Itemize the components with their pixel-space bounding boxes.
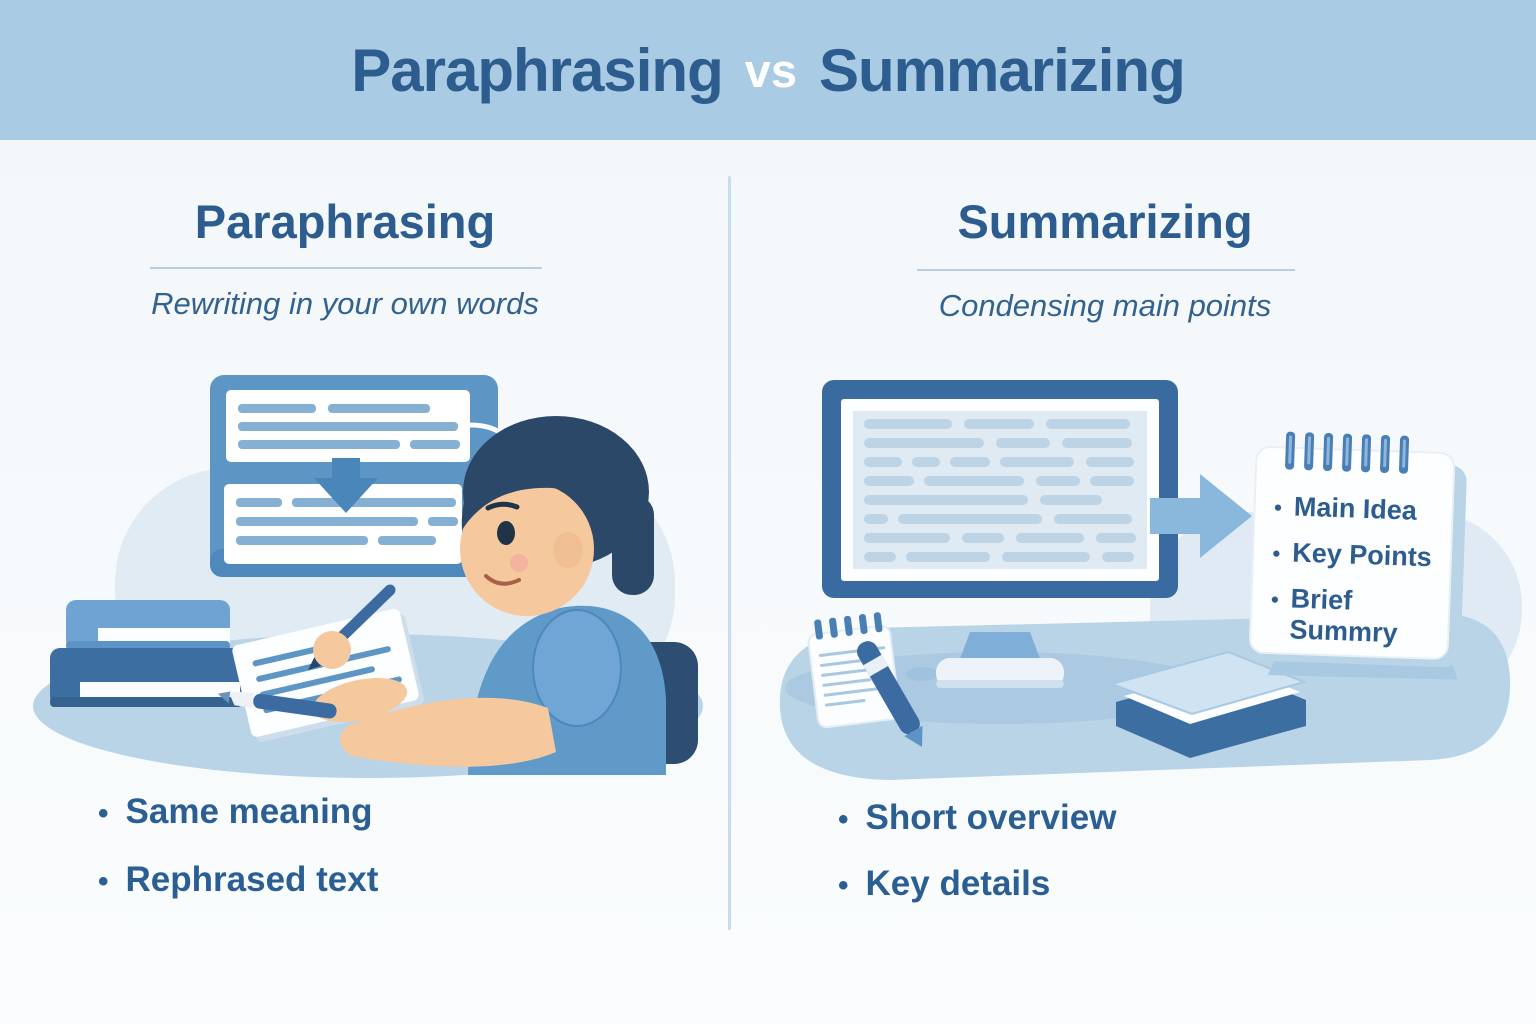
books-stack [50,600,242,707]
hair-fringe [461,441,624,540]
rewritten-text-panel [224,484,462,564]
monitor-screen [853,411,1147,569]
right-bullet-short-overview: • Short overview [838,798,1116,838]
bullet-dot: • [1270,586,1280,613]
eye [497,521,515,545]
bullet-label: Key details [865,864,1051,903]
arm [340,697,556,767]
notepad-list: • Main Idea • Key Points • Brief Summry [1269,491,1459,651]
student-boy [308,416,698,775]
right-illustration [779,380,1522,780]
right-heading-rule [917,269,1295,271]
right-monitor [822,380,1178,688]
source-text-panel [226,390,470,462]
left-heading-rule [150,267,542,269]
notepad-item-brief-summry: • Brief Summry [1269,583,1456,651]
bullet-label: Same meaning [125,792,373,831]
bullet-dot: • [98,797,109,830]
column-divider [728,176,731,930]
monitor-neck [958,632,1042,664]
notepad-item-label: Brief Summry [1289,583,1399,649]
left-bullet-rephrased-text: • Rephrased text [98,860,378,900]
bullet-dot: • [838,869,849,902]
writing-hand [313,631,351,669]
title-summarizing: Summarizing [819,36,1186,104]
shirt-sleeve [532,609,622,727]
left-bullet-same-meaning: • Same meaning [98,792,373,832]
notepad-item-label: Main Idea [1293,491,1418,526]
bullet-label: Rephrased text [125,860,379,899]
bullet-dot: • [98,865,109,898]
book [1108,650,1308,758]
notepad-item-main-idea: • Main Idea [1274,491,1460,528]
title-vs: vs [744,43,797,97]
spiral-binding-icon [1285,431,1410,474]
right-subtitle: Condensing main points [938,288,1272,323]
summary-notepad [1249,431,1467,680]
pen-icon [857,641,923,747]
notepad-paper [1249,445,1456,660]
notepad-item-key-points: • Key Points [1272,537,1458,574]
bullet-dot: • [1272,540,1281,567]
left-illustration [33,375,703,778]
bullet-dot: • [838,803,849,836]
notepad-item-label: Key Points [1291,537,1433,573]
pencil-icon [217,691,337,719]
arrow-right-icon [1150,474,1252,558]
right-heading: Summarizing [957,195,1253,248]
bullet-label: Short overview [865,798,1117,837]
smile [484,574,521,586]
left-heading: Paraphrasing [194,195,496,248]
right-bullet-key-details: • Key details [838,864,1050,904]
arrow-down-icon [314,458,378,513]
title-banner: Paraphrasing vs Summarizing [0,0,1536,140]
desk-dot [906,667,938,681]
left-subtitle: Rewriting in your own words [151,286,539,321]
left-monitor [210,375,520,577]
eyebrow [485,501,520,511]
title-paraphrasing: Paraphrasing [351,36,723,104]
ear [553,532,583,568]
blush [510,554,528,572]
screen-text-bars [864,419,1136,562]
bullet-dot: • [1273,494,1283,521]
